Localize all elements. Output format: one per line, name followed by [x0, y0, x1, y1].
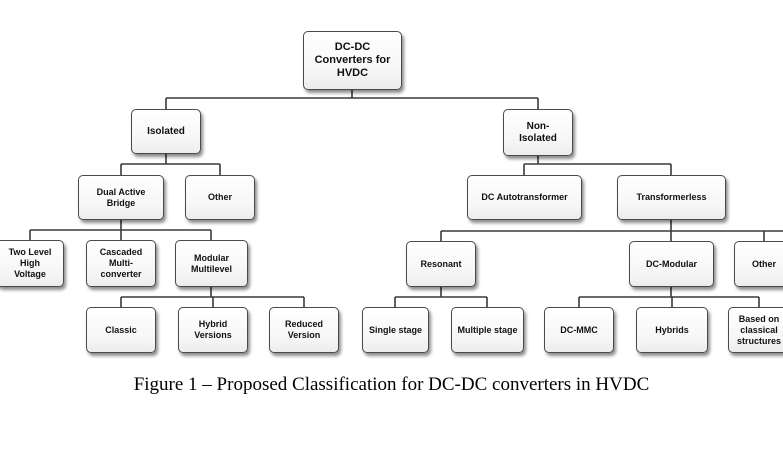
node-based-on-classical-structures: Based on classical structures	[728, 307, 783, 353]
node-other-isolated: Other	[185, 175, 255, 220]
node-dc-mmc: DC-MMC	[544, 307, 614, 353]
node-root: DC-DC Converters for HVDC	[303, 31, 402, 90]
figure-caption: Figure 1 – Proposed Classification for D…	[133, 374, 650, 395]
node-hybrid-versions: Hybrid Versions	[178, 307, 248, 353]
node-dual-active-bridge: Dual Active Bridge	[78, 175, 164, 220]
node-transformerless: Transformerless	[617, 175, 726, 220]
node-resonant: Resonant	[406, 241, 476, 287]
node-reduced-version: Reduced Version	[269, 307, 339, 353]
node-two-level-high-voltage: Two Level High Voltage	[0, 240, 64, 287]
node-other-transformerless: Other	[734, 241, 783, 287]
node-hybrids: Hybrids	[636, 307, 708, 353]
node-isolated: Isolated	[131, 109, 201, 154]
node-non-isolated: Non- Isolated	[503, 109, 573, 156]
node-dc-modular: DC-Modular	[629, 241, 714, 287]
node-modular-multilevel: Modular Multilevel	[175, 240, 248, 287]
node-classic: Classic	[86, 307, 156, 353]
node-single-stage: Single stage	[362, 307, 429, 353]
node-dc-autotransformer: DC Autotransformer	[467, 175, 582, 220]
node-multiple-stage: Multiple stage	[451, 307, 524, 353]
node-cascaded-multi-converter: Cascaded Multi- converter	[86, 240, 156, 287]
